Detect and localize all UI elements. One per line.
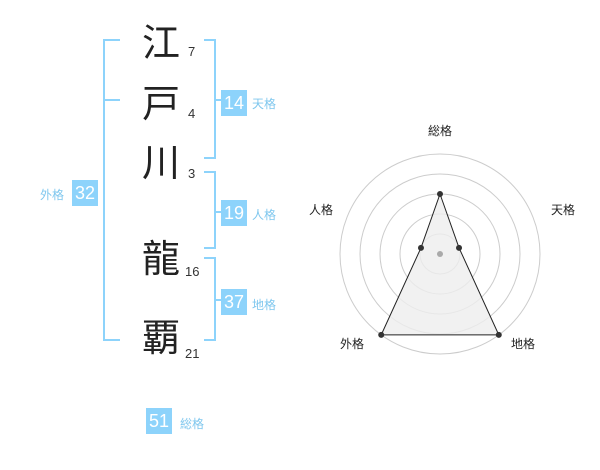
gaikaku-value: 32 — [72, 180, 98, 206]
tenkaku-label: 天格 — [252, 97, 277, 111]
radar-axis-label-jinkaku: 人格 — [309, 203, 334, 217]
stroke-count-4: 16 — [185, 264, 200, 279]
radar-center-point — [437, 251, 443, 257]
radar-point-2 — [456, 244, 463, 251]
radar-axis-label-gaikaku: 外格 — [340, 337, 365, 351]
tenkaku-value: 14 — [221, 90, 247, 116]
name-char-1: 江 — [141, 21, 180, 65]
radar-point-3 — [495, 331, 502, 338]
radar-ring — [339, 153, 541, 355]
soukaku-value: 51 — [146, 408, 172, 434]
name-char-3: 川 — [141, 141, 180, 185]
jinkaku-label: 人格 — [252, 208, 277, 222]
name-char-5: 覇 — [141, 316, 180, 360]
stroke-count-2: 4 — [188, 106, 196, 121]
radar-point-4 — [378, 331, 385, 338]
soukaku-label: 総格 — [180, 417, 205, 431]
radar-polygon — [380, 192, 500, 336]
name-char-2: 戸 — [141, 82, 180, 126]
jinkaku-bracket — [204, 171, 216, 249]
stroke-count-3: 3 — [188, 166, 196, 181]
radar-axis-label-tenkaku: 天格 — [551, 203, 576, 217]
stroke-count-1: 7 — [188, 44, 196, 59]
gaikaku-bracket — [103, 39, 120, 341]
stroke-count-5: 21 — [185, 346, 200, 361]
chikaku-label: 地格 — [252, 298, 277, 312]
radar-axis-label-soukaku: 総格 — [428, 124, 453, 138]
gaikaku-label: 外格 — [40, 188, 65, 202]
radar-point-5 — [417, 244, 424, 251]
name-char-4: 龍 — [141, 237, 180, 281]
radar-point-1 — [437, 191, 443, 197]
radar-axis-label-chikaku: 地格 — [511, 337, 536, 351]
chikaku-value: 37 — [221, 289, 247, 315]
jinkaku-value: 19 — [221, 200, 247, 226]
